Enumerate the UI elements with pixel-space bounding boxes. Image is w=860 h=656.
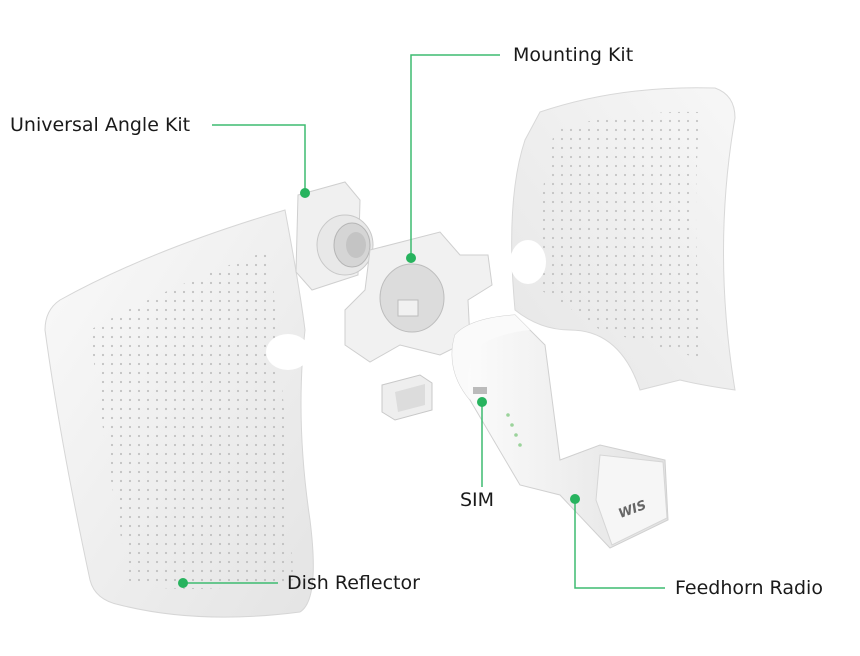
label-universal-angle-kit: Universal Angle Kit xyxy=(10,114,191,136)
mounting-kit xyxy=(344,231,493,363)
leader-lines xyxy=(183,54,665,589)
sim-dot xyxy=(477,397,487,407)
feedhorn-radio: WIS xyxy=(451,314,669,549)
feedhorn-radio-leader xyxy=(574,499,665,589)
left-dish-reflector xyxy=(44,209,314,618)
right-dish-reflector xyxy=(510,87,736,391)
label-dish-reflector: Dish Reflector xyxy=(287,572,420,594)
mounting-kit-dot xyxy=(406,253,416,263)
callout-dots xyxy=(178,188,580,588)
label-sim: SIM xyxy=(460,489,495,511)
mounting-kit-leader xyxy=(410,54,500,258)
universal-angle-kit-dot xyxy=(300,188,310,198)
sim-cover-bracket xyxy=(381,374,433,421)
dish-reflector-dot xyxy=(178,578,188,588)
universal-angle-kit-leader xyxy=(212,124,306,193)
universal-angle-kit xyxy=(295,181,374,291)
label-feedhorn-radio: Feedhorn Radio xyxy=(675,577,823,599)
sim-slot xyxy=(473,387,487,394)
label-mounting-kit: Mounting Kit xyxy=(513,44,634,66)
feedhorn-radio-dot xyxy=(570,494,580,504)
